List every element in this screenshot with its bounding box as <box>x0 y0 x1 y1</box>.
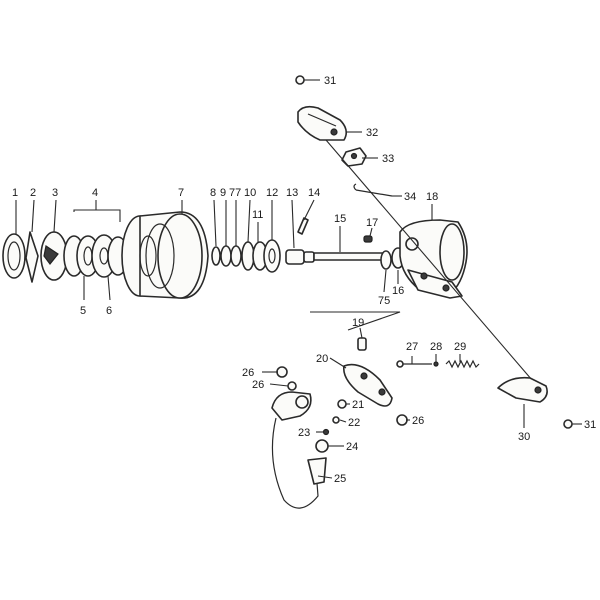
callout-2: 2 <box>30 187 36 199</box>
callout-7: 7 <box>178 187 184 199</box>
callout-6: 6 <box>106 305 112 317</box>
callout-27: 27 <box>406 341 418 353</box>
callout-17: 17 <box>366 217 378 229</box>
callout-5: 5 <box>80 305 86 317</box>
part-26-screw-right <box>396 414 408 426</box>
callout-22: 22 <box>348 417 360 429</box>
callout-14: 14 <box>308 187 320 199</box>
callout-8: 8 <box>210 187 216 199</box>
callout-20: 20 <box>316 353 328 365</box>
part-4-washers <box>63 234 129 278</box>
part-13-pinion <box>285 249 315 265</box>
callout-25: 25 <box>334 473 346 485</box>
callout-1: 1 <box>12 187 18 199</box>
part-27-28-29-spring <box>396 359 480 369</box>
part-26-washers-left <box>276 366 297 391</box>
part-21-22-washers <box>332 399 347 424</box>
callout-10: 10 <box>244 187 256 199</box>
callout-28: 28 <box>430 341 442 353</box>
callout-34: 34 <box>404 191 416 203</box>
part-8-9-77-washers <box>211 245 242 267</box>
callout-19: 19 <box>352 317 364 329</box>
part-10-11-12-bearing <box>241 239 281 273</box>
part-30-bail-holder <box>497 376 548 403</box>
callout-labels: 1 2 3 4 5 6 7 8 9 77 10 11 12 13 14 15 1… <box>12 75 596 485</box>
part-1-ring <box>2 233 26 279</box>
assembly-guide-line <box>310 311 401 331</box>
callout-75: 75 <box>378 295 390 307</box>
part-14-pin <box>297 217 309 235</box>
part-25-handle-assembly <box>271 391 327 509</box>
bail-wire <box>325 139 533 381</box>
part-19-screw <box>357 337 367 351</box>
part-20-stopper-lever <box>342 363 393 407</box>
callout-33: 33 <box>382 153 394 165</box>
callout-3: 3 <box>52 187 58 199</box>
part-23-24-nuts <box>315 428 330 453</box>
callout-77: 77 <box>229 187 241 199</box>
callout-26-top: 26 <box>242 367 254 379</box>
callout-16: 16 <box>392 285 404 297</box>
callout-23: 23 <box>298 427 310 439</box>
part-18-housing <box>399 219 468 299</box>
part-3-disc <box>40 231 68 281</box>
part-7-rotor <box>121 211 209 299</box>
callout-31-bottom: 31 <box>584 419 596 431</box>
callout-15: 15 <box>334 213 346 225</box>
callout-13: 13 <box>286 187 298 199</box>
part-15-shaft <box>313 252 385 261</box>
callout-29: 29 <box>454 341 466 353</box>
callout-4: 4 <box>92 187 98 199</box>
part-31-screw-top <box>295 75 320 85</box>
callout-18: 18 <box>426 191 438 203</box>
part-32-bail-arm <box>297 105 348 141</box>
part-31-screw-bottom <box>563 419 573 429</box>
part-33-roller <box>341 147 367 167</box>
callout-9: 9 <box>220 187 226 199</box>
part-2-clip <box>25 231 39 283</box>
part-17-screw <box>363 235 373 243</box>
callout-26-right: 26 <box>412 415 424 427</box>
callout-21: 21 <box>352 399 364 411</box>
callout-11: 11 <box>252 209 263 221</box>
callout-12: 12 <box>266 187 278 199</box>
callout-30: 30 <box>518 431 530 443</box>
callout-32: 32 <box>366 127 378 139</box>
callout-31-top: 31 <box>324 75 336 87</box>
callout-24: 24 <box>346 441 358 453</box>
callout-26-mid: 26 <box>252 379 264 391</box>
part-34-bail-wire-clip <box>353 183 393 197</box>
leader-lines <box>15 131 582 479</box>
